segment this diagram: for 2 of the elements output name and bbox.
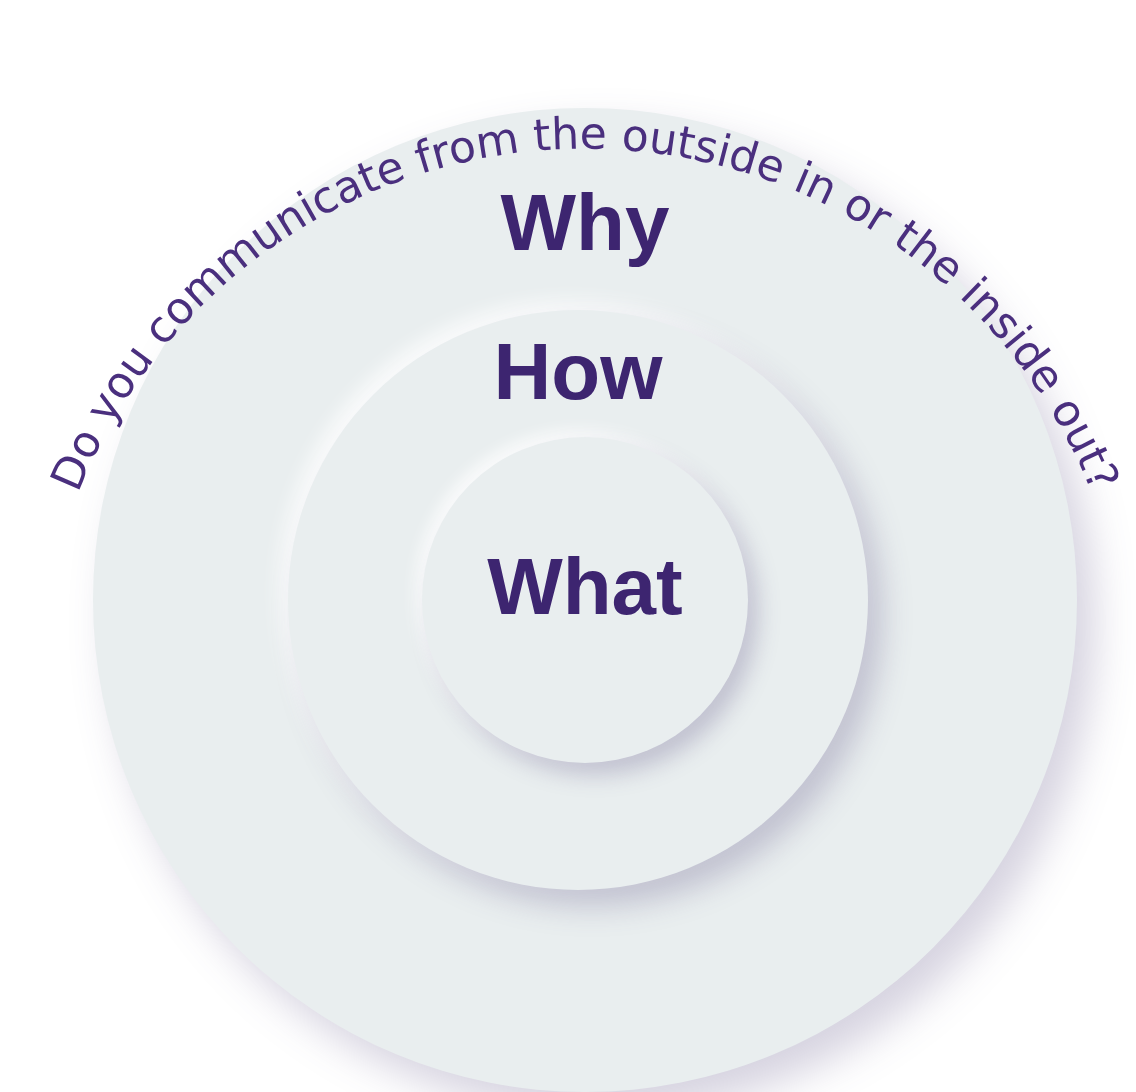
circle-label: How xyxy=(493,332,663,412)
circle-label: What xyxy=(487,547,683,627)
